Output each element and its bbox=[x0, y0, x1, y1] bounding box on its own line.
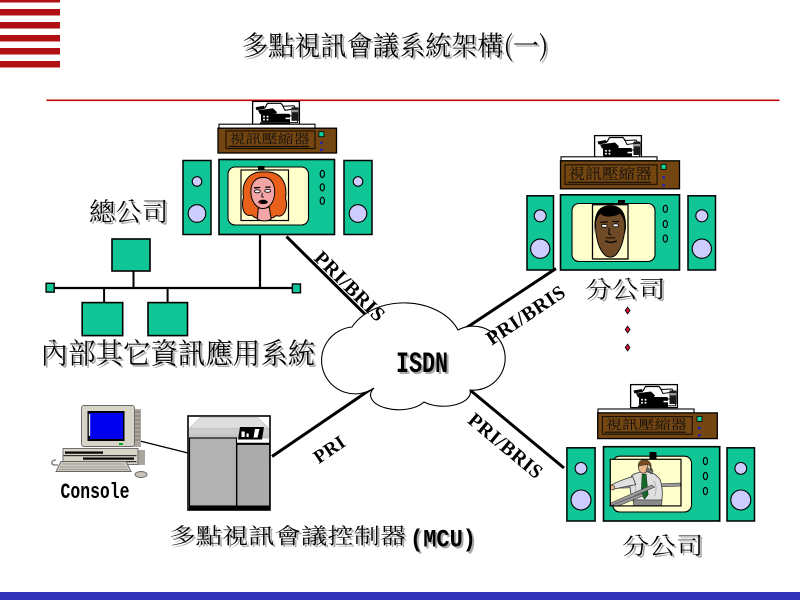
svg-text:ISDN: ISDN bbox=[398, 350, 450, 384]
svg-text:(MCU): (MCU) bbox=[412, 528, 478, 557]
svg-text:(MCU): (MCU) bbox=[410, 526, 476, 555]
svg-text:ISDN: ISDN bbox=[396, 348, 448, 382]
svg-text:Console: Console bbox=[61, 480, 130, 505]
